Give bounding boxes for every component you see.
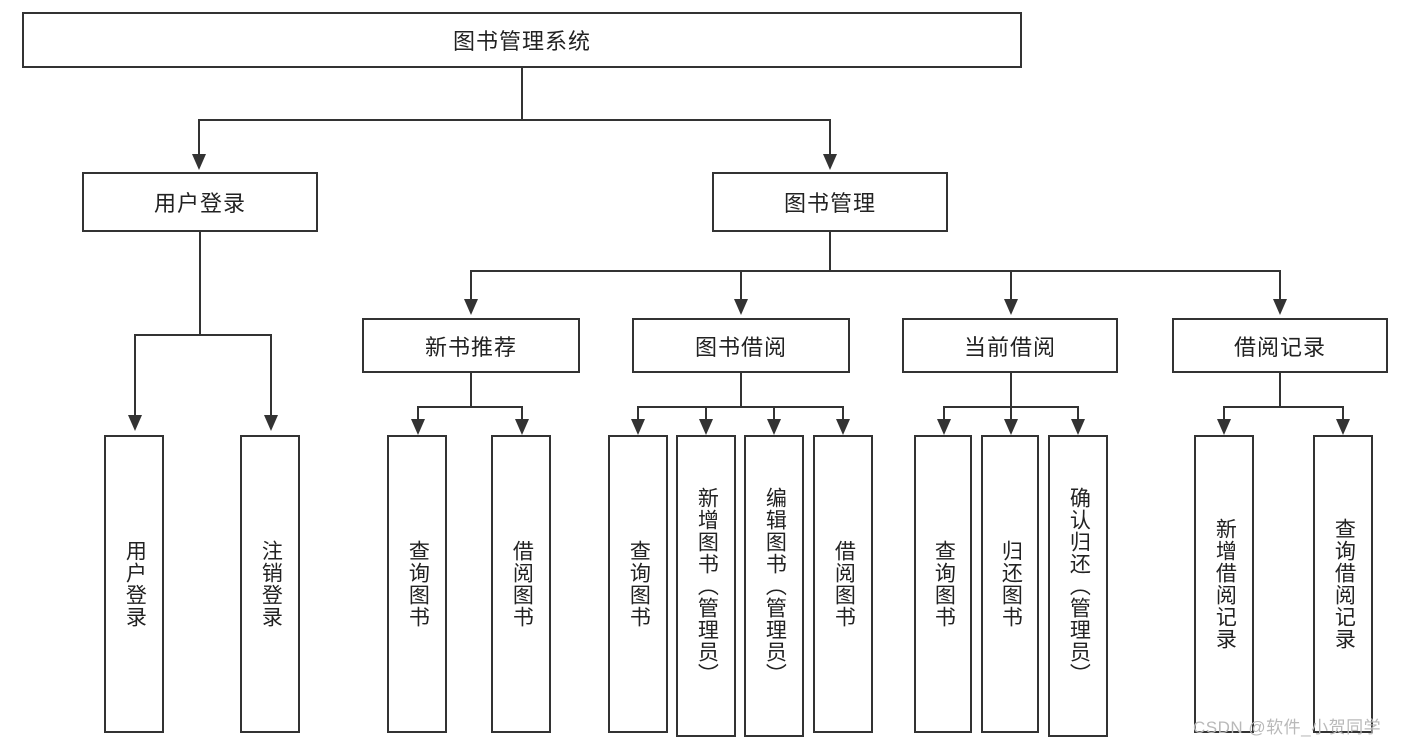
- leaf-label: 查询图书: [627, 540, 651, 628]
- connector-to-leaf-borrow-book-2: [842, 406, 844, 420]
- connector-to-leaf-user-login: [134, 334, 136, 416]
- node-book-borrow: 图书借阅: [632, 318, 850, 373]
- node-new-book-recommend: 新书推荐: [362, 318, 580, 373]
- connector-title-stem: [521, 68, 523, 120]
- arrowhead-user-login: [192, 154, 206, 170]
- arrowhead-leaf-query-book-1: [411, 419, 425, 435]
- connector-level2-bus: [470, 270, 1281, 272]
- arrowhead-leaf-logout: [264, 415, 278, 431]
- node-leaf-query-book-2: 查询图书: [608, 435, 668, 733]
- leaf-label: 借阅图书: [510, 540, 534, 628]
- arrowhead-book-management: [823, 154, 837, 170]
- node-book-management: 图书管理: [712, 172, 948, 232]
- connector-user-login-bus: [134, 334, 272, 336]
- connector-to-leaf-confirm-return: [1077, 406, 1079, 420]
- connector-new-book-stem: [470, 373, 472, 407]
- arrowhead-new-book-recommend: [464, 299, 478, 315]
- node-book-management-system: 图书管理系统: [22, 12, 1022, 68]
- connector-to-leaf-borrow-book-1: [521, 406, 523, 420]
- connector-user-login-stem: [199, 232, 201, 335]
- csdn-watermark: CSDN @软件_小贺同学: [1193, 718, 1382, 737]
- arrowhead-leaf-add-record: [1217, 419, 1231, 435]
- leaf-label: 借阅图书: [832, 540, 856, 628]
- leaf-label: 新增借阅记录: [1213, 518, 1237, 650]
- connector-to-leaf-query-book-2: [637, 406, 639, 420]
- node-user-login: 用户登录: [82, 172, 318, 232]
- leaf-label: 编辑图书（管理员）: [763, 487, 787, 685]
- arrowhead-leaf-query-record: [1336, 419, 1350, 435]
- leaf-label: 新增图书（管理员）: [695, 487, 719, 685]
- leaf-label: 查询借阅记录: [1332, 518, 1356, 650]
- connector-to-leaf-query-book-1: [417, 406, 419, 420]
- arrowhead-leaf-edit-book: [767, 419, 781, 435]
- connector-to-leaf-edit-book: [773, 406, 775, 420]
- node-leaf-user-login: 用户登录: [104, 435, 164, 733]
- connector-new-book-bus: [417, 406, 523, 408]
- connector-book-management-stem: [829, 232, 831, 271]
- connector-to-leaf-add-book: [705, 406, 707, 420]
- arrowhead-leaf-return-book: [1004, 419, 1018, 435]
- leaf-label: 归还图书: [999, 540, 1023, 628]
- arrowhead-leaf-add-book: [699, 419, 713, 435]
- connector-level1-bus: [198, 119, 830, 121]
- leaf-label: 查询图书: [406, 540, 430, 628]
- arrowhead-book-borrow: [734, 299, 748, 315]
- leaf-label: 用户登录: [123, 540, 147, 628]
- arrowhead-leaf-query-book-2: [631, 419, 645, 435]
- node-leaf-logout: 注销登录: [240, 435, 300, 733]
- leaf-label: 查询图书: [932, 540, 956, 628]
- node-current-borrow: 当前借阅: [902, 318, 1118, 373]
- node-leaf-query-book-1: 查询图书: [387, 435, 447, 733]
- arrowhead-leaf-borrow-book-1: [515, 419, 529, 435]
- arrowhead-leaf-query-book-3: [937, 419, 951, 435]
- connector-to-leaf-add-record: [1223, 406, 1225, 420]
- connector-to-leaf-return-book: [1010, 406, 1012, 420]
- connector-to-current-borrow: [1010, 270, 1012, 300]
- connector-to-user-login: [198, 119, 200, 155]
- leaf-label: 确认归还（管理员）: [1067, 487, 1091, 685]
- arrowhead-leaf-borrow-book-2: [836, 419, 850, 435]
- connector-book-borrow-stem: [740, 373, 742, 407]
- node-leaf-edit-book: 编辑图书（管理员）: [744, 435, 804, 737]
- arrowhead-current-borrow: [1004, 299, 1018, 315]
- connector-borrow-record-stem: [1279, 373, 1281, 407]
- connector-borrow-record-bus: [1223, 406, 1343, 408]
- connector-book-borrow-bus: [637, 406, 843, 408]
- connector-to-book-borrow: [740, 270, 742, 300]
- connector-to-leaf-query-record: [1342, 406, 1344, 420]
- leaf-label: 注销登录: [259, 540, 283, 628]
- connector-to-borrow-record: [1279, 270, 1281, 300]
- arrowhead-leaf-user-login: [128, 415, 142, 431]
- node-leaf-query-record: 查询借阅记录: [1313, 435, 1373, 733]
- node-leaf-confirm-return: 确认归还（管理员）: [1048, 435, 1108, 737]
- connector-to-book-management: [829, 119, 831, 155]
- node-borrow-record: 借阅记录: [1172, 318, 1388, 373]
- node-leaf-add-book: 新增图书（管理员）: [676, 435, 736, 737]
- node-leaf-return-book: 归还图书: [981, 435, 1039, 733]
- arrowhead-borrow-record: [1273, 299, 1287, 315]
- arrowhead-leaf-confirm-return: [1071, 419, 1085, 435]
- connector-current-borrow-stem: [1010, 373, 1012, 407]
- connector-to-leaf-query-book-3: [943, 406, 945, 420]
- connector-to-new-book-recommend: [470, 270, 472, 300]
- node-leaf-borrow-book-1: 借阅图书: [491, 435, 551, 733]
- node-leaf-query-book-3: 查询图书: [914, 435, 972, 733]
- node-leaf-add-record: 新增借阅记录: [1194, 435, 1254, 733]
- connector-to-leaf-logout: [270, 334, 272, 416]
- node-leaf-borrow-book-2: 借阅图书: [813, 435, 873, 733]
